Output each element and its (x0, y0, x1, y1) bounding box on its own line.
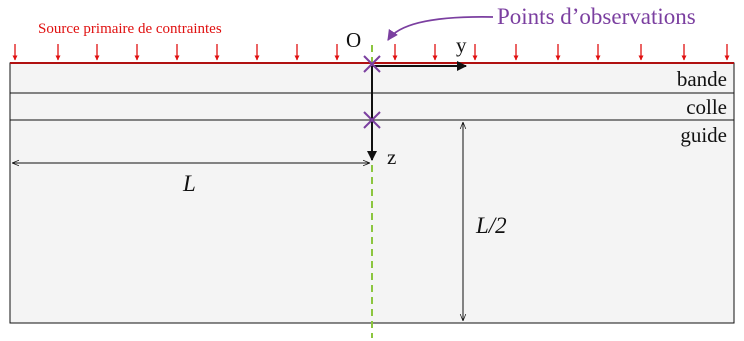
observation-pointer-arrow (387, 16, 494, 41)
axis-y-label: y (456, 33, 467, 57)
observation-point-interface (363, 111, 381, 129)
layer-label-bande: bande (677, 67, 727, 91)
length-label: L (182, 171, 196, 196)
half-length-label: L/2 (475, 213, 507, 238)
axis-z-label: z (387, 145, 396, 169)
origin-label: O (346, 28, 361, 52)
source-arrows (12, 44, 730, 61)
observation-point-top (363, 55, 381, 73)
observation-label: Points d’observations (497, 4, 696, 29)
layer-label-guide: guide (680, 123, 727, 147)
layer-label-colle: colle (686, 95, 727, 119)
source-label: Source primaire de contraintes (38, 21, 222, 37)
